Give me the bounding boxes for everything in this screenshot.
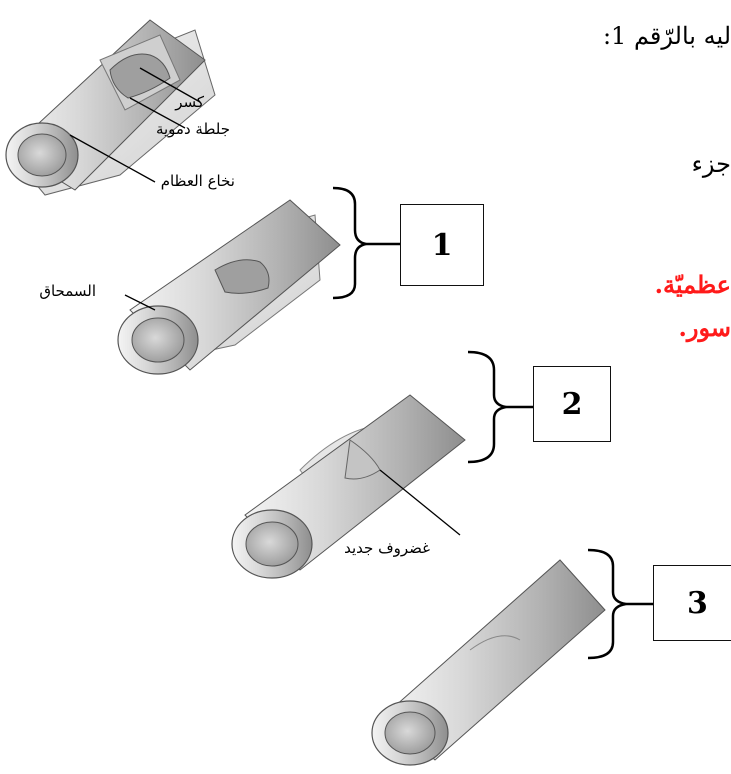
periosteum-label: السمحاق bbox=[39, 282, 96, 300]
answer-line-1: عظميّة. bbox=[654, 270, 731, 299]
new-cartilage-label: غضروف جديد bbox=[344, 539, 430, 557]
bone-marrow-label: نخاع العظام bbox=[161, 172, 235, 190]
stage-box-2: 2 bbox=[533, 366, 611, 442]
question-part-text: جزء bbox=[691, 150, 731, 178]
fracture-label: كسر bbox=[174, 93, 205, 111]
bone-stage-0 bbox=[5, 19, 216, 196]
stage-box-3: 3 bbox=[653, 565, 731, 641]
bone-stage-3 bbox=[371, 559, 606, 766]
blood-clot-label: جلطة دموية bbox=[156, 120, 230, 138]
bone-stage-1 bbox=[117, 199, 341, 375]
stage-box-1: 1 bbox=[400, 204, 484, 286]
left-curly-brace-icon bbox=[467, 350, 507, 464]
question-intro-text: ليه بالرّقم 1: bbox=[602, 22, 731, 50]
answer-line-2: سور. bbox=[678, 313, 731, 342]
bone-stage-2 bbox=[231, 394, 466, 579]
